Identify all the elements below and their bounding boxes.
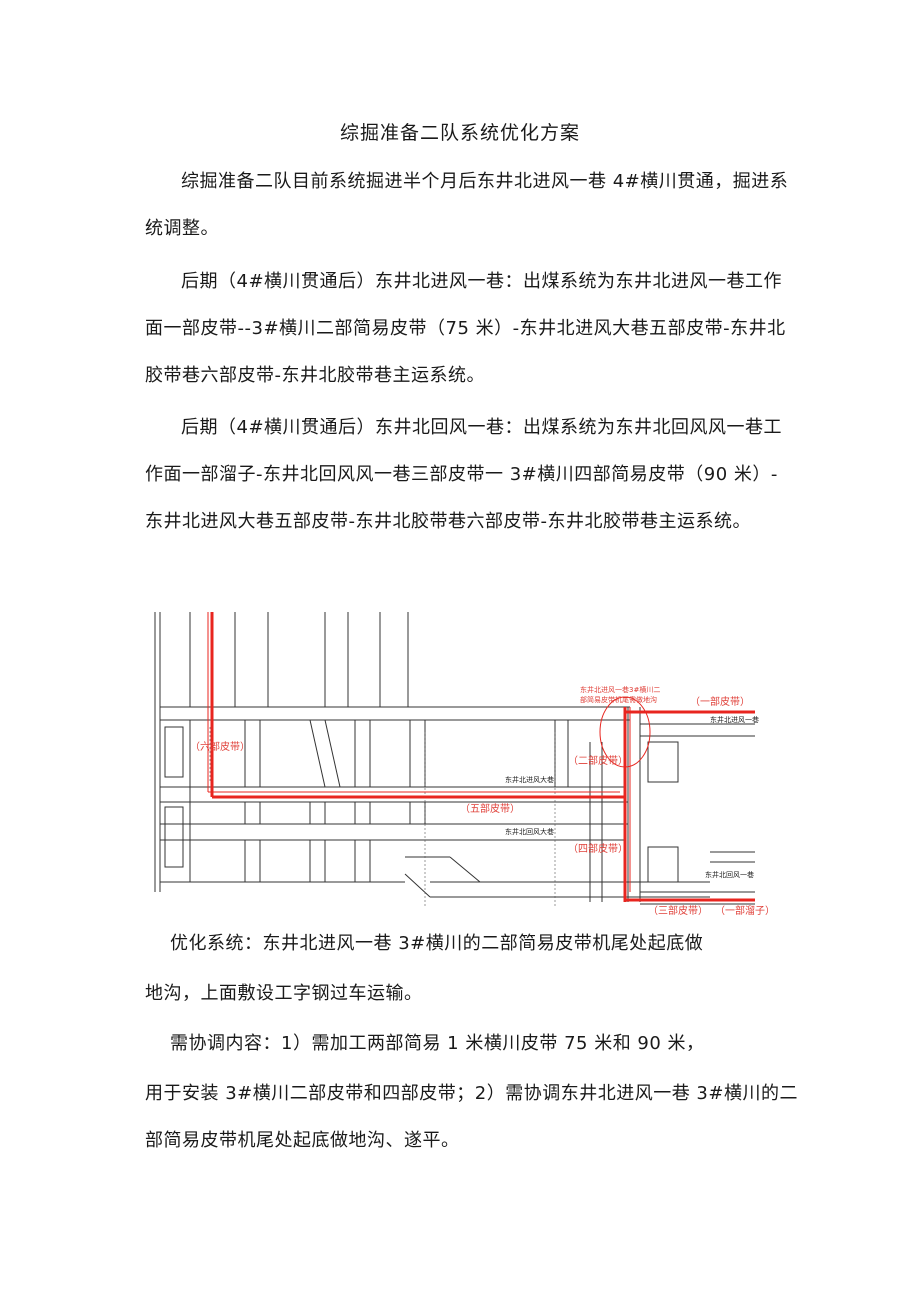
label-belt-2: （二部皮带） [568,754,628,767]
paragraph-3: 后期（4#横川贯通后）东井北回风一巷：出煤系统为东井北回风风一巷工作面一部溜子-… [145,417,783,532]
label-return-1: 东井北回风一巷 [705,870,754,879]
label-note-line-1: 东井北进风一巷3#横川二 [580,685,660,694]
label-intake-1: 东井北进风一巷 [710,715,759,724]
label-note-line-2: 部简易皮带机尾需做地沟 [580,695,657,704]
paragraph-5-line-2: 用于安装 3#横川二部皮带和四部皮带；2）需协调东井北进风一巷 3#横川的二部简… [145,1083,798,1151]
label-belt-5: （五部皮带） [460,802,520,815]
label-chute-1: （一部溜子） [715,904,775,917]
label-belt-1: （一部皮带） [690,695,750,708]
label-intake-main: 东井北进风大巷 [505,775,554,784]
label-belt-6: （六部皮带） [190,740,250,753]
label-return-main: 东井北回风大巷 [505,827,554,836]
paragraph-5-line-1: 需协调内容：1）需加工两部简易 1 米横川皮带 75 米和 90 米， [170,1033,705,1054]
label-belt-3: （三部皮带） [648,904,708,917]
mine-layout-diagram: （六部皮带） （五部皮带） （二部皮带） （四部皮带） （一部皮带） （三部皮带… [150,612,775,924]
label-belt-4: （四部皮带） [568,842,628,855]
paragraph-1: 综掘准备二队目前系统掘进半个月后东井北进风一巷 4#横川贯通，掘进系统调整。 [145,171,789,239]
paragraph-4-line-2: 地沟，上面敷设工字钢过车运输。 [145,983,423,1004]
document-title: 综掘准备二队系统优化方案 [339,122,580,144]
paragraph-2: 后期（4#横川贯通后）东井北进风一巷：出煤系统为东井北进风一巷工作面一部皮带--… [145,271,786,386]
paragraph-4-line-1: 优化系统：东井北进风一巷 3#横川的二部简易皮带机尾处起底做 [170,933,704,954]
